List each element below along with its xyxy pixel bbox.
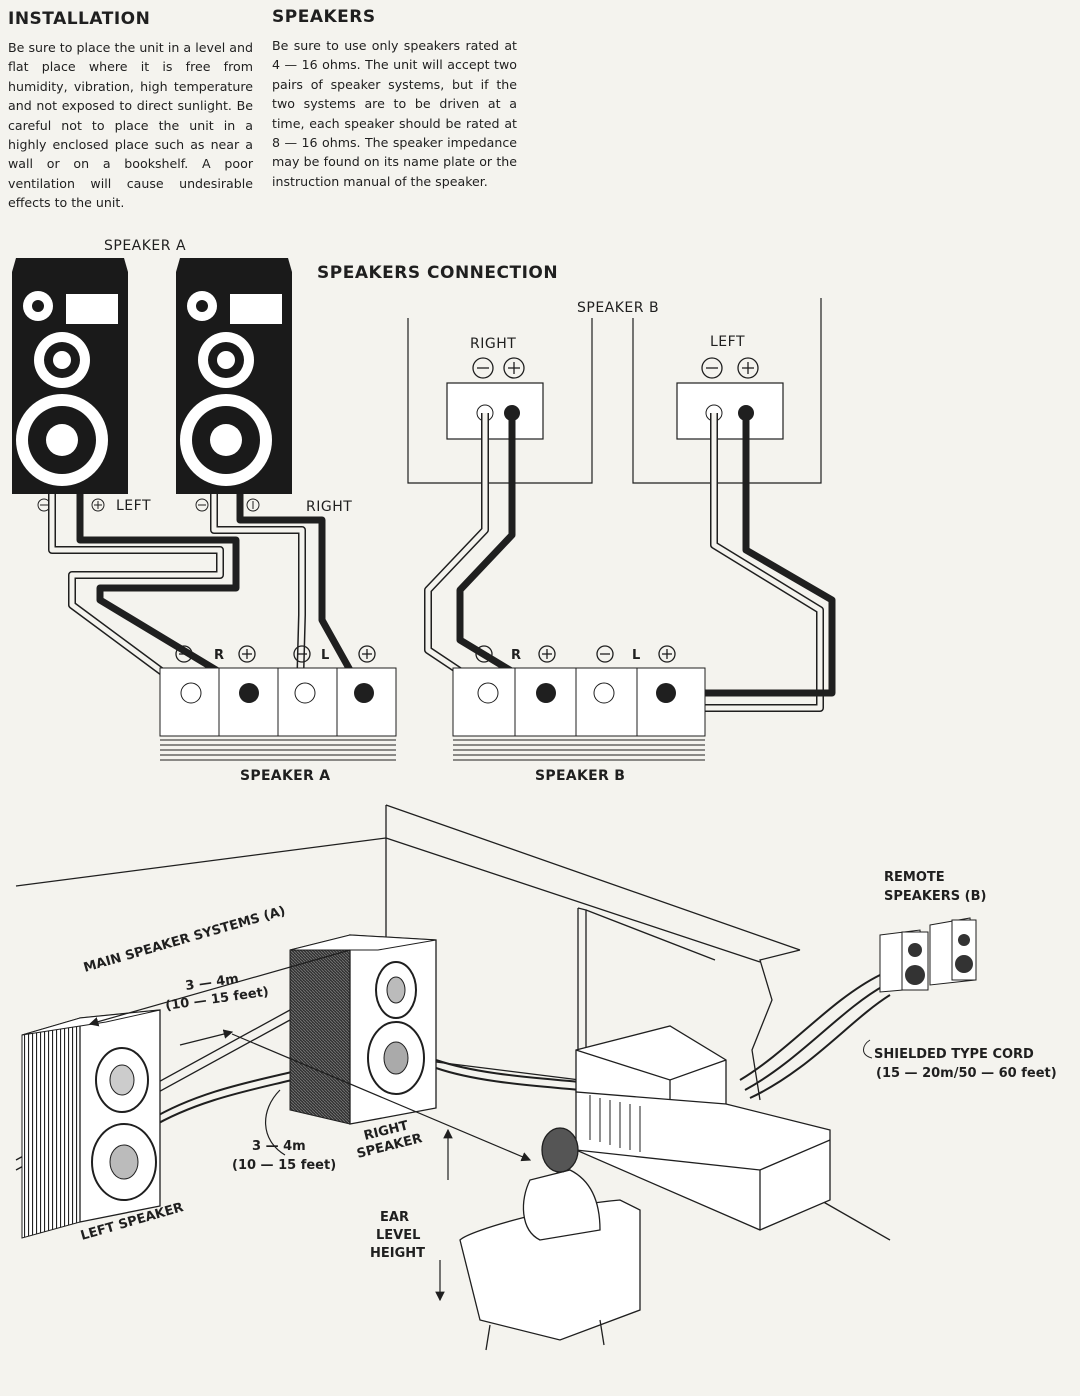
speaker-a-left-label: LEFT — [116, 498, 151, 514]
ear-level-label-2: LEVEL — [376, 1228, 420, 1243]
speaker-b-right-label: RIGHT — [470, 336, 516, 352]
remote-speakers-label-1: REMOTE — [884, 870, 945, 885]
speaker-b-wires — [424, 413, 836, 712]
speaker-a-terminal-r: R — [214, 648, 224, 663]
speaker-a-terminal-symbols — [37, 498, 260, 512]
speaker-a-label: SPEAKER A — [104, 238, 186, 254]
doorway — [577, 907, 716, 1057]
remote-speakers-label-2: SPEAKERS (B) — [884, 889, 986, 904]
main-speaker-systems-label: MAIN SPEAKER SYSTEMS (A) — [82, 904, 287, 976]
speaker-a-right-cabinet — [176, 258, 292, 494]
distance-top-metric: 3 — 4m — [184, 972, 239, 994]
speaker-b-terminal-l: L — [632, 648, 640, 663]
speaker-a-terminal-l: L — [321, 648, 329, 663]
speakers-heading: SPEAKERS — [272, 7, 376, 27]
speaker-a-left-cabinet — [12, 258, 128, 494]
speaker-a-block-label: SPEAKER A — [240, 768, 330, 784]
remote-speakers-illustration — [879, 917, 977, 993]
distance-top-feet: (10 — 15 feet) — [164, 985, 269, 1014]
distance-arrows — [88, 949, 532, 1302]
distance-bottom-feet: (10 — 15 feet) — [232, 1158, 336, 1173]
speaker-b-polarity-symbols — [472, 357, 759, 379]
left-speaker-illustration — [21, 1009, 161, 1239]
right-speaker-illustration — [289, 934, 437, 1125]
speaker-b-left-cabinet — [632, 298, 822, 484]
ear-level-label-3: HEIGHT — [370, 1246, 425, 1261]
speaker-a-terminal-block — [159, 645, 397, 761]
audio-rack — [575, 1025, 831, 1231]
speaker-b-right-cabinet — [407, 318, 593, 484]
room-walls — [15, 804, 891, 1241]
speaker-a-right-label: RIGHT — [306, 499, 352, 515]
speakers-connection-diagram: SPEAKER A SPEAKERS CONNECTION LEFT RIGHT — [12, 238, 836, 784]
connection-title: SPEAKERS CONNECTION — [317, 263, 558, 283]
right-speaker-label-2: SPEAKER — [355, 1131, 423, 1162]
floor-cables — [149, 974, 891, 1129]
speaker-b-terminal-r: R — [511, 648, 521, 663]
speakers-text: Be sure to use only speakers rated at 4 … — [272, 38, 517, 189]
speaker-b-left-label: LEFT — [710, 334, 745, 350]
installation-heading: INSTALLATION — [8, 9, 151, 29]
ear-level-label-1: EAR — [380, 1210, 409, 1225]
listener-in-chair — [459, 1127, 641, 1351]
distance-bottom-metric: 3 — 4m — [252, 1139, 306, 1154]
speaker-b-label: SPEAKER B — [577, 300, 659, 316]
right-speaker-label-1: RIGHT — [362, 1118, 410, 1144]
speaker-b-terminal-block — [452, 645, 706, 761]
shielded-cord-label-2: (15 — 20m/50 — 60 feet) — [876, 1066, 1057, 1081]
speaker-b-block-label: SPEAKER B — [535, 768, 625, 784]
left-speaker-label: LEFT SPEAKER — [79, 1200, 185, 1244]
installation-text: Be sure to place the unit in a level and… — [8, 40, 253, 211]
speaker-a-wires — [48, 494, 364, 692]
shielded-cord-label-1: SHIELDED TYPE CORD — [874, 1047, 1034, 1062]
